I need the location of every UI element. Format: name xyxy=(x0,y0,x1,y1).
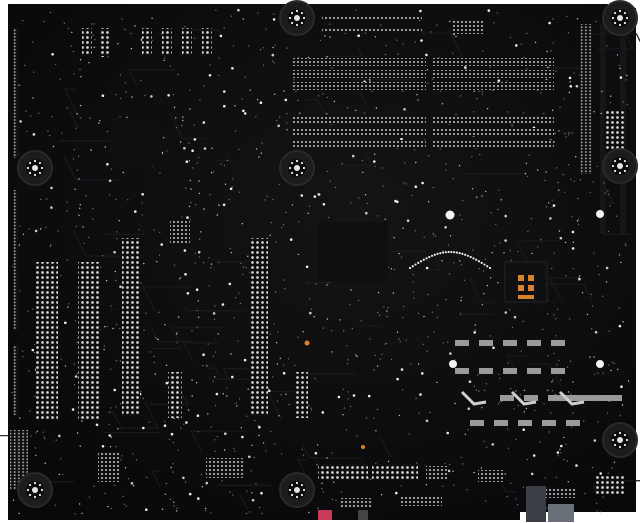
top-left-header-groups xyxy=(82,28,212,56)
top-header-row xyxy=(322,15,484,34)
cpu-socket-backplate xyxy=(504,261,548,303)
vrm-components xyxy=(455,340,622,426)
expansion-slot-pins xyxy=(36,220,308,420)
left-edge-header xyxy=(13,28,18,415)
memory-slot-pins xyxy=(292,58,554,148)
chipset-bga-area xyxy=(110,118,388,282)
right-edge-connector xyxy=(580,24,624,174)
mounting-holes xyxy=(17,0,638,508)
rear-io-pins xyxy=(10,430,624,522)
white-alignment-dots xyxy=(304,210,604,449)
